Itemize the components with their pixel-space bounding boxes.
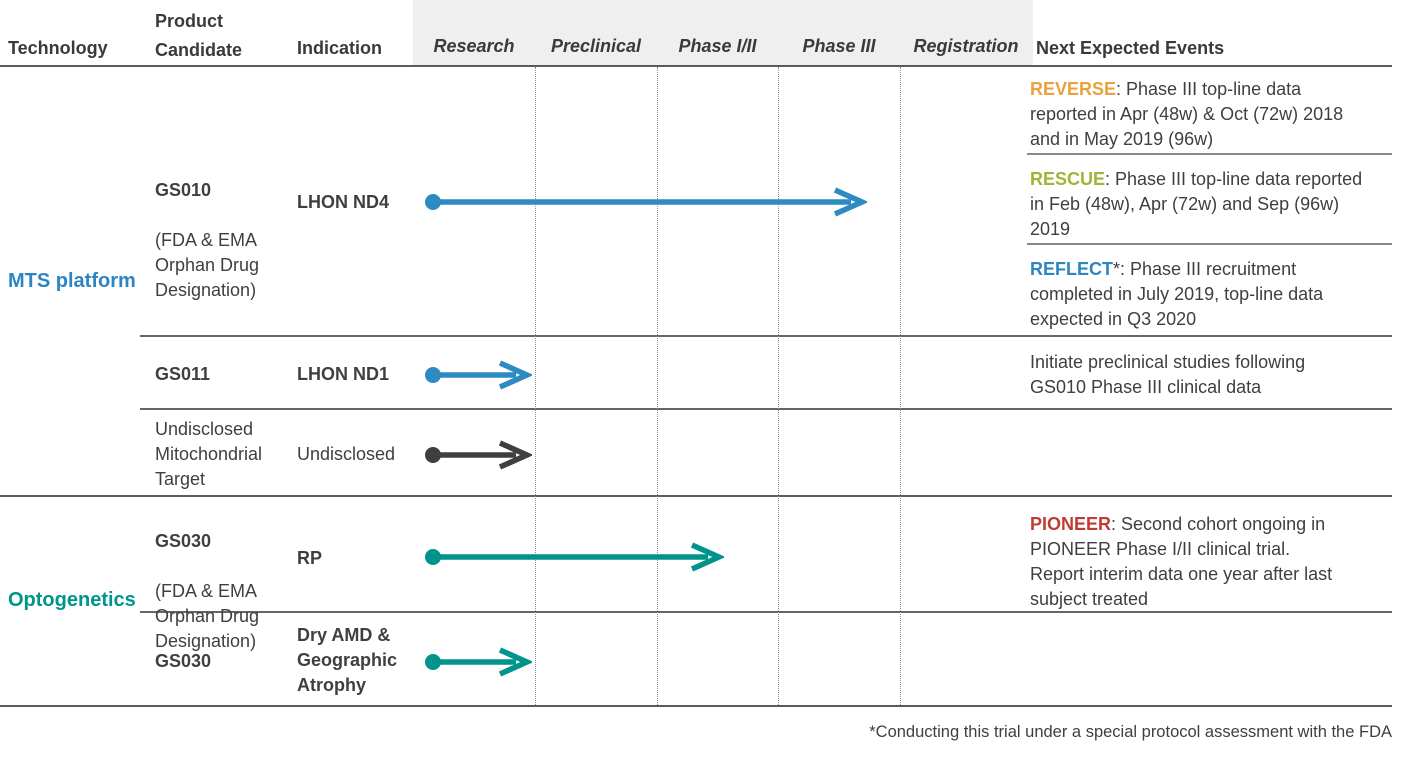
section-label-optogenetics: Optogenetics [8,589,136,611]
event-text: *: Phase III recruitment completed in Ju… [1030,259,1324,329]
row-divider [140,408,1392,410]
event-text: : Phase III top-line data reported in Ap… [1030,79,1344,149]
col-header-product-candidate: Product Candidate [155,11,243,60]
phase-header-band [413,0,1033,65]
col-header-technology: Technology [8,38,108,58]
candidate-cell: GS011 [155,364,211,384]
event-trial-name: RESCUE [1030,169,1106,189]
event-note: RESCUE: Phase III top-line data reported… [1030,167,1410,242]
event-text: : Phase III top-line data reported in Fe… [1030,169,1363,239]
progress-arrow [424,358,534,392]
progress-arrow [424,540,726,574]
candidate-cell: GS030 (FDA & EMA Orphan Drug Designation… [155,504,305,679]
event-divider [1027,243,1392,245]
event-trial-name: PIONEER [1030,514,1112,534]
indication-cell: RP [297,548,323,568]
progress-arrow [424,438,534,472]
event-text: Initiate preclinical studies following G… [1030,352,1306,397]
phase-gridline [778,67,779,705]
row-divider [140,335,1392,337]
indication-cell: LHON ND1 [297,364,390,384]
col-header-indication: Indication [297,38,382,58]
progress-arrow [424,645,534,679]
event-note: PIONEER: Second cohort ongoing in PIONEE… [1030,512,1410,612]
candidate-cell: Undisclosed Mitochondrial Target [155,419,263,489]
header-rule [0,65,1392,67]
event-divider [1027,153,1392,155]
candidate-name: GS010 [155,180,212,200]
col-header-phase-1-2: Phase I/II [678,36,757,56]
bottom-rule [0,705,1392,707]
col-header-preclinical: Preclinical [550,36,642,56]
candidate-cell: GS030 [155,651,212,671]
candidate-name: GS030 [155,531,212,551]
col-header-phase-3: Phase III [802,36,876,56]
event-note: REFLECT*: Phase III recruitment complete… [1030,257,1410,332]
indication-cell: Dry AMD & Geographic Atrophy [297,625,398,695]
col-header-registration: Registration [913,36,1019,56]
event-note: Initiate preclinical studies following G… [1030,350,1410,400]
section-label-mts-platform: MTS platform [8,270,136,292]
candidate-cell: GS010 (FDA & EMA Orphan Drug Designation… [155,153,305,328]
col-header-next-expected-events: Next Expected Events [1036,38,1225,58]
footnote: *Conducting this trial under a special p… [869,723,1392,741]
event-text: : Second cohort ongoing in PIONEER Phase… [1030,514,1333,609]
phase-gridline [900,67,901,705]
indication-cell: LHON ND4 [297,192,390,212]
indication-cell: Undisclosed [297,444,396,464]
event-note: REVERSE: Phase III top-line data reporte… [1030,77,1410,152]
event-trial-name: REFLECT [1030,259,1113,279]
candidate-note: (FDA & EMA Orphan Drug Designation) [155,581,260,651]
event-trial-name: REVERSE [1030,79,1117,99]
progress-arrow [424,185,869,219]
candidate-note: (FDA & EMA Orphan Drug Designation) [155,230,260,300]
col-header-research: Research [433,36,515,56]
phase-gridline [657,67,658,705]
row-divider [140,611,1392,613]
section-divider-rule [0,495,1392,497]
phase-gridline [535,67,536,705]
